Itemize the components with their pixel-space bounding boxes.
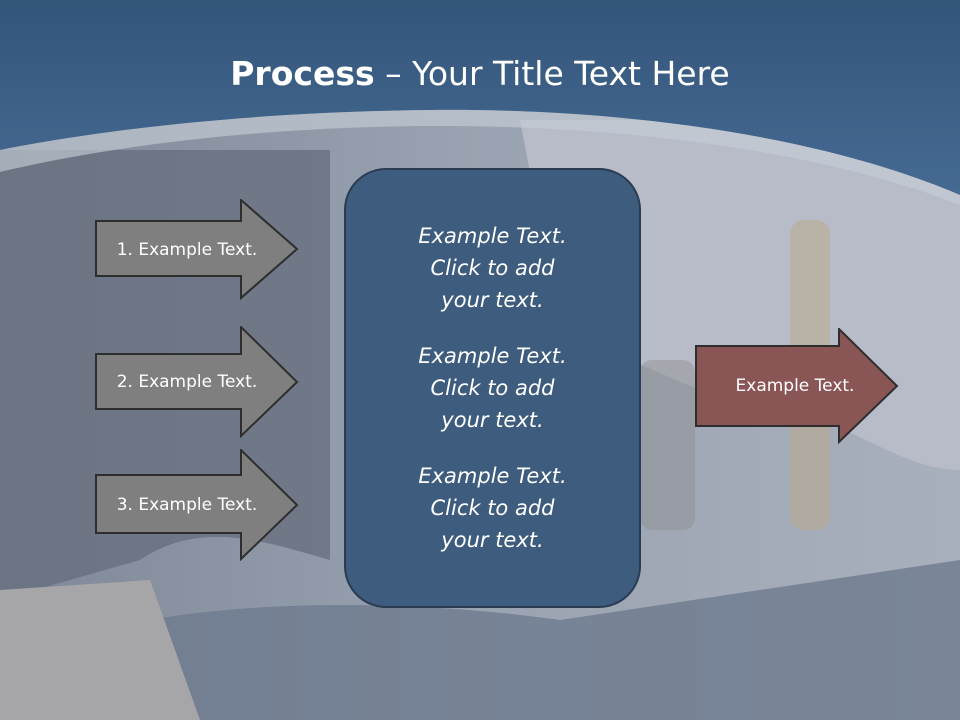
right-arrow[interactable]: Example Text.: [695, 328, 899, 444]
left-arrow-3[interactable]: 3. Example Text.: [95, 449, 299, 561]
arrow-right-icon: [95, 326, 299, 438]
left-arrow-2-label: 2. Example Text.: [116, 372, 258, 392]
arrow-right-icon: [95, 199, 299, 300]
slide-title: Process – Your Title Text Here: [0, 52, 960, 96]
left-arrow-2[interactable]: 2. Example Text.: [95, 326, 299, 438]
arrow-right-icon: [695, 328, 899, 444]
center-item-2[interactable]: Example Text. Click to add your text.: [418, 344, 567, 432]
center-item-3[interactable]: Example Text. Click to add your text.: [418, 464, 567, 552]
title-rest: – Your Title Text Here: [374, 54, 730, 93]
title-bold: Process: [230, 54, 375, 93]
center-item-1[interactable]: Example Text. Click to add your text.: [418, 224, 567, 312]
arrow-right-icon: [95, 449, 299, 561]
right-arrow-label: Example Text.: [735, 376, 855, 396]
left-arrow-1[interactable]: 1. Example Text.: [95, 199, 299, 300]
left-arrow-3-label: 3. Example Text.: [116, 495, 258, 515]
center-text-box[interactable]: Example Text. Click to add your text. Ex…: [344, 168, 641, 608]
left-arrow-1-label: 1. Example Text.: [116, 239, 258, 260]
